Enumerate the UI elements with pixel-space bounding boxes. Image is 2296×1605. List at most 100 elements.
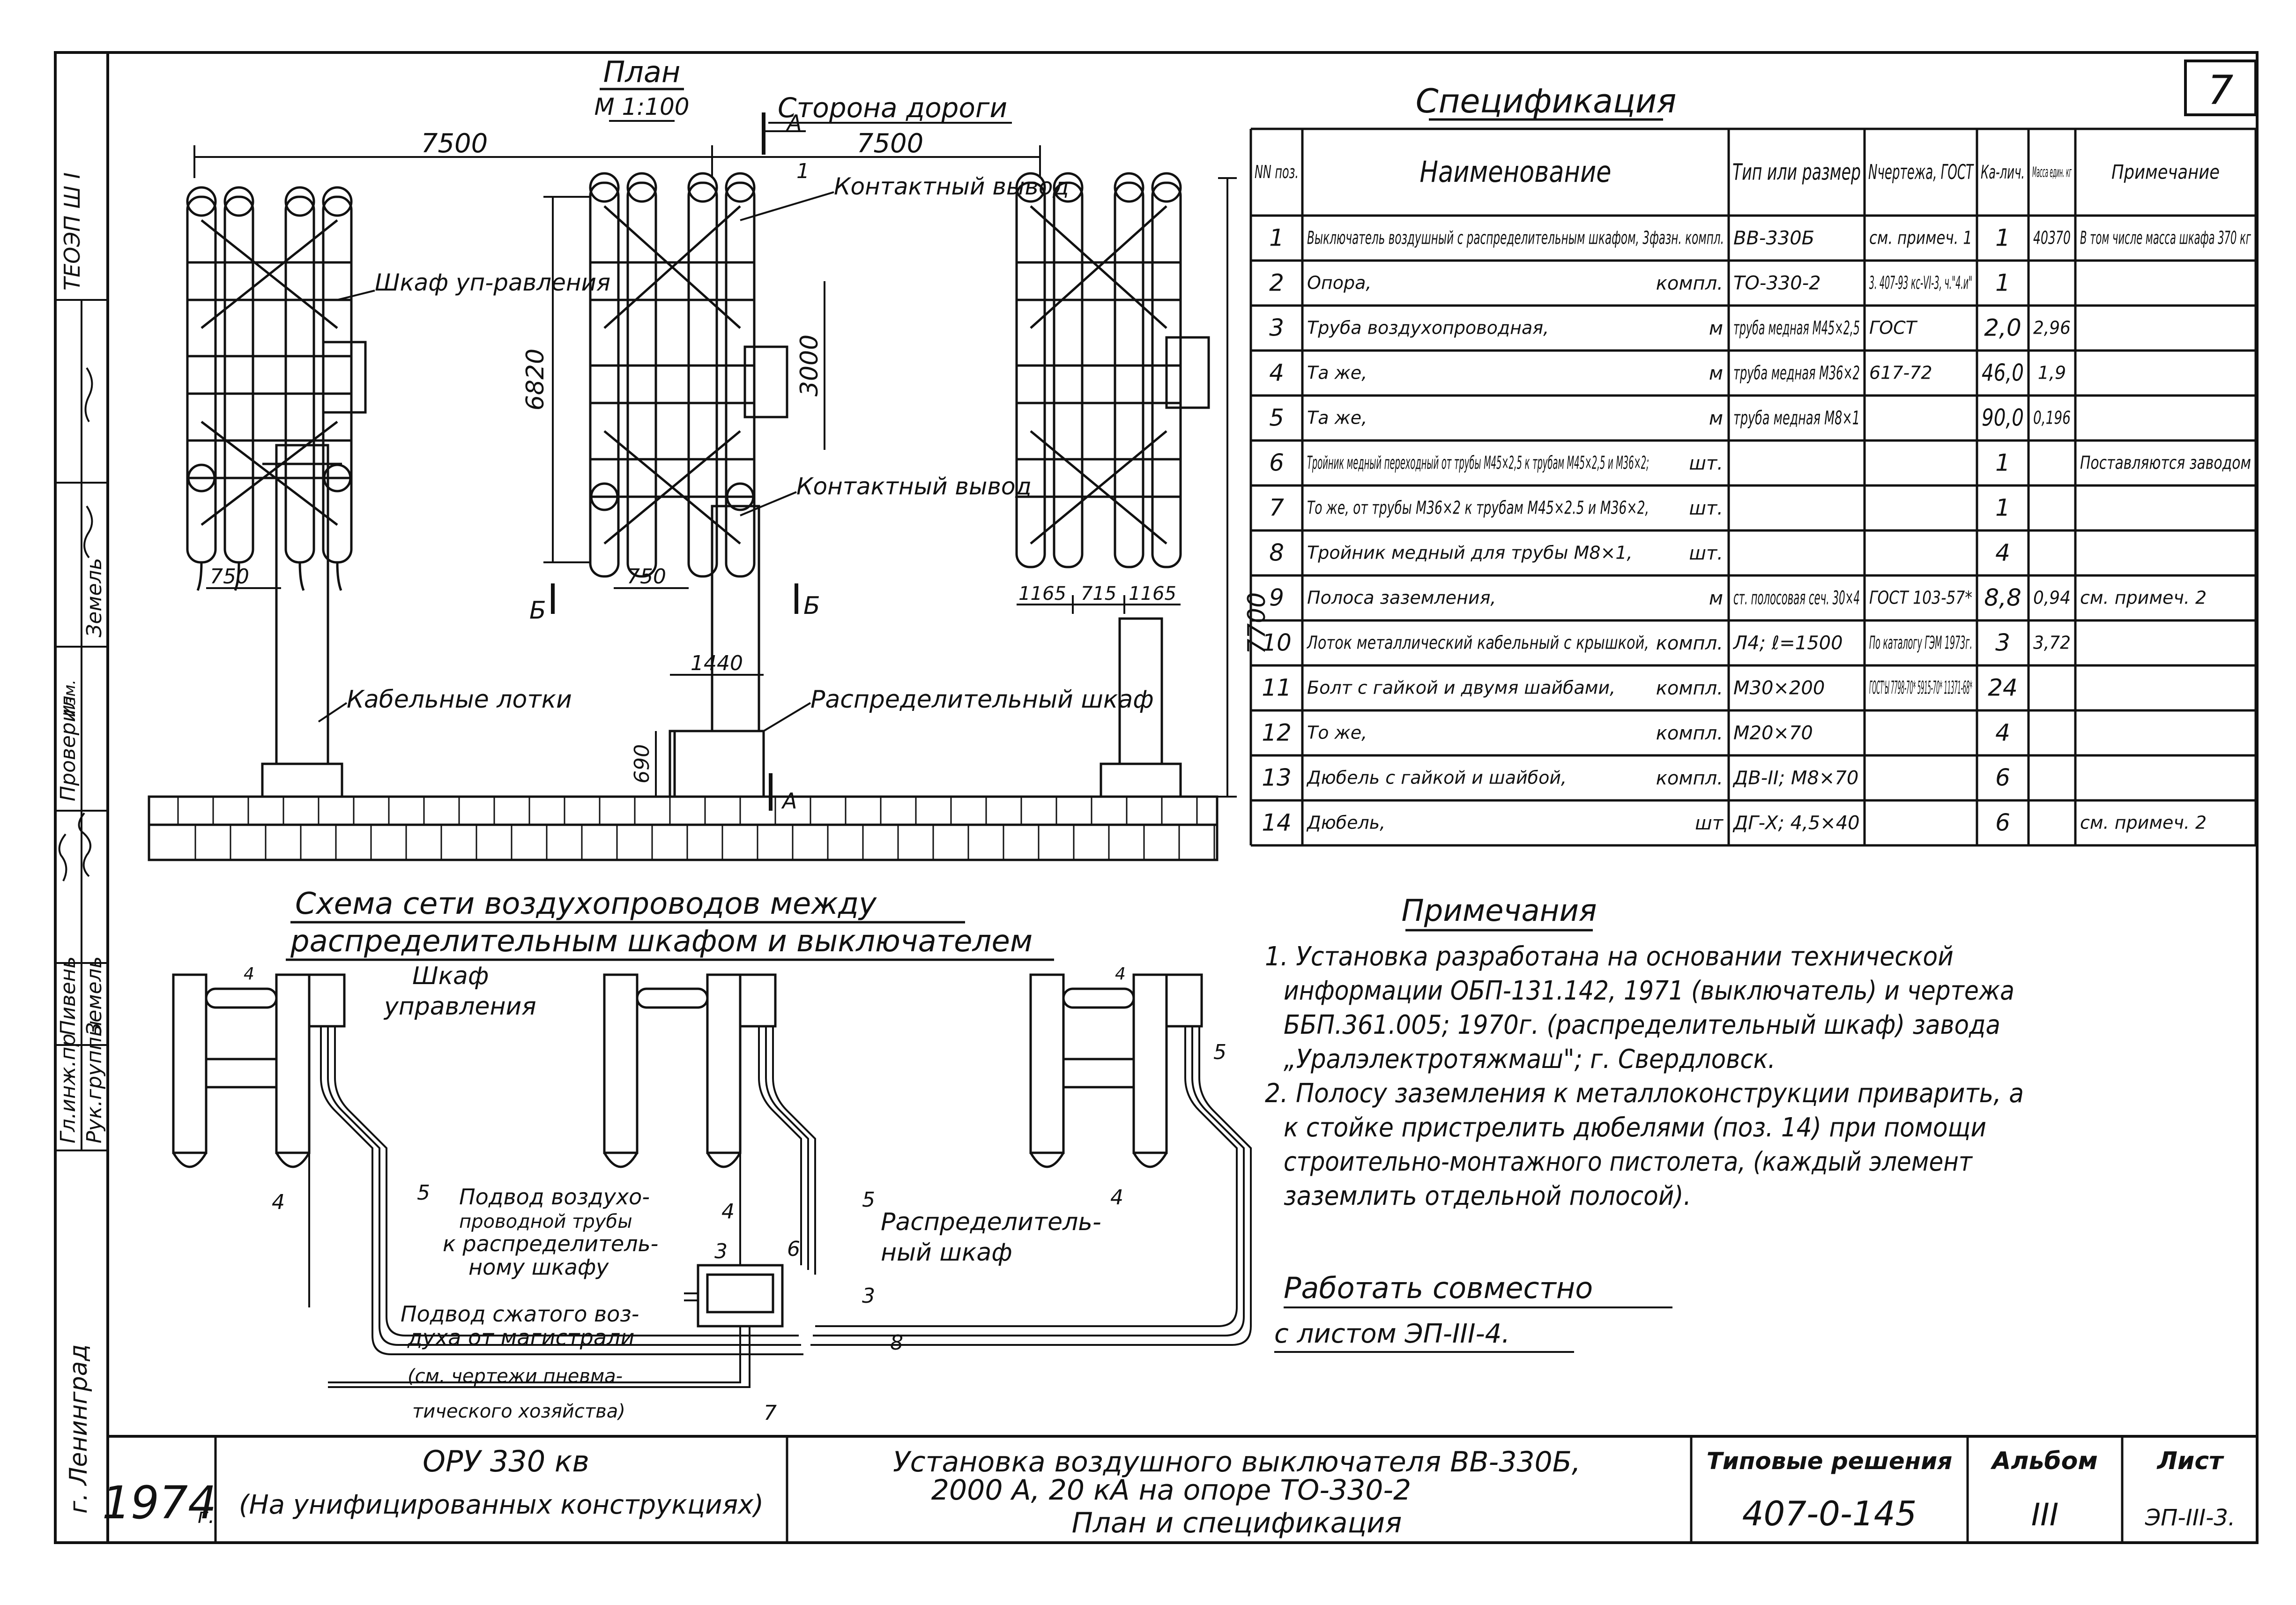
dim-height-breaker: 6820 <box>521 349 550 411</box>
breaker-pole-middle <box>589 172 788 798</box>
spec-cell-name: То же, <box>1307 723 1367 743</box>
plan-title: План <box>603 55 681 89</box>
note-line: строительно-монтажного пистолета, (кажды… <box>1284 1147 1973 1177</box>
spec-cell-pos: 4 <box>1269 359 1284 387</box>
spec-cell-qty: 6 <box>1995 809 2010 836</box>
subject-line-3: План и спецификация <box>1072 1507 1402 1539</box>
note-line: информации ОБП-131.142, 1971 (выключател… <box>1284 976 2014 1006</box>
sheet-number: 7 <box>2208 67 2234 114</box>
scheme-pos-4d: 4 <box>244 964 254 984</box>
dim-height-cabinet: 3000 <box>795 335 824 396</box>
scheme-distribution-2: ный шкаф <box>881 1239 1012 1267</box>
note-line: 1. Установка разработана на основании те… <box>1265 941 1954 972</box>
dim-span-right: 7500 <box>857 128 924 159</box>
spec-row: 4 Та же, труба медная М36×2 617-72 46,0 1,9 м <box>1269 359 2066 387</box>
section-b-left: Б <box>529 597 546 625</box>
spec-cell-qty: 8,8 <box>1984 584 2021 612</box>
left-margin-code: ТЕОЭП Ш I <box>59 172 85 291</box>
spec-cell-type: труба медная М36×2 <box>1733 362 1860 384</box>
spec-cell-unit: компл. <box>1656 723 1723 744</box>
spec-cell-mass: 1,9 <box>2038 363 2066 383</box>
stamp-name-1: Пивень <box>56 956 80 1036</box>
sheet-value: ЭП-III-3. <box>2145 1505 2236 1531</box>
spec-cell-qty: 46,0 <box>1982 359 2024 387</box>
breaker-pole-right <box>1015 172 1210 798</box>
dim-690: 690 <box>630 744 654 784</box>
spec-header-mass: Масса един. кг <box>2032 164 2072 181</box>
scheme-supply-2: проводной трубы <box>459 1211 632 1232</box>
sheet-frame <box>54 51 2259 1544</box>
year: 1974 <box>102 1477 216 1529</box>
spec-cell-name: Та же, <box>1307 363 1367 383</box>
spec-cell-name: Лоток металлический кабельный с крышкой, <box>1306 633 1649 653</box>
notes-list: 1. Установка разработана на основании те… <box>1265 941 2024 1211</box>
spec-cell-drawing: 3. 407-93 кс-VI-3, ч."4.и" <box>1869 273 1972 293</box>
spec-cell-drawing: 617-72 <box>1869 363 1932 383</box>
dim-1165-b: 1165 <box>1129 583 1176 605</box>
spec-header-name: Наименование <box>1419 155 1611 189</box>
spec-cell-qty: 1 <box>1995 269 2010 297</box>
slab-joints <box>177 797 1215 860</box>
scheme-supply-3: к распределитель- <box>443 1231 658 1256</box>
scheme-compressed-1: Подвод сжатого воз- <box>401 1301 639 1327</box>
scheme-compressed-2: духа от магистрали <box>407 1325 634 1350</box>
spec-cell-pos: 1 <box>1269 224 1284 252</box>
spec-cell-mass: 40370 <box>2033 228 2071 248</box>
scheme-compressed-4: тического хозяйства) <box>412 1401 625 1422</box>
spec-cell-type: М30×200 <box>1733 677 1825 699</box>
spec-cell-name: Полоса заземления, <box>1307 588 1496 608</box>
scheme-control-cabinet-1: Шкаф <box>412 962 489 990</box>
subject-line-1: Установка воздушного выключателя ВВ-330Б… <box>893 1446 1581 1478</box>
spec-cell-qty: 4 <box>1995 719 2010 747</box>
spec-cell-pos: 12 <box>1262 719 1292 747</box>
spec-cell-name: Тройник медный для трубы М8×1, <box>1307 543 1633 563</box>
note-line: „Уралэлектротяжмаш"; г. Свердловск. <box>1284 1044 1776 1075</box>
subject-line-2: 2000 А, 20 кА на опоре ТО-330-2 <box>931 1474 1411 1507</box>
spec-cell-mass: 3,72 <box>2033 633 2071 653</box>
spec-cell-pos: 5 <box>1269 404 1284 432</box>
spec-cell-note: Поставляются заводом <box>2080 453 2251 473</box>
scheme-pos-4a: 4 <box>272 1190 285 1214</box>
pipe-scheme: Схема сети воздухопроводов между распред… <box>172 887 1252 1425</box>
spec-cell-unit: компл. <box>1656 273 1723 294</box>
scheme-pos-3b: 3 <box>862 1284 875 1308</box>
section-a-top: А <box>786 110 802 135</box>
scheme-pos-7: 7 <box>764 1401 777 1425</box>
stamp-chief-engineer: Гл.инж.пр <box>56 1034 80 1143</box>
spec-cell-unit: компл. <box>1656 768 1723 789</box>
dim-715: 715 <box>1081 583 1116 605</box>
spec-cell-name: Дюбель с гайкой и шайбой, <box>1306 768 1567 788</box>
leader-1: 1 <box>796 159 810 183</box>
spec-cell-type: труба медная М45×2,5 <box>1733 317 1860 339</box>
scheme-pos-3a: 3 <box>714 1239 728 1263</box>
typical-solutions-value: 407-0-145 <box>1742 1494 1917 1533</box>
spec-cell-name: То же, от трубы М36×2 к трубам М45×2.5 и… <box>1307 498 1649 518</box>
scheme-compressed-3: (см. чертежи пневма- <box>408 1366 623 1387</box>
album-value: III <box>2031 1497 2058 1533</box>
label-distribution-cabinet: Распределительный шкаф <box>810 686 1154 714</box>
plan-view: План М 1:100 Сторона дороги А 7500 7500 <box>148 55 1271 861</box>
spec-header-qty: Ка-лич. <box>1981 162 2025 183</box>
spec-cell-unit: шт. <box>1689 498 1723 519</box>
spec-cell-note: В том числе масса шкафа 370 кг <box>2080 228 2251 248</box>
spec-cell-drawing: По каталогу ГЭМ 1973г. <box>1869 633 1972 653</box>
spec-header-drawing: Nчертежа, ГОСТ <box>1868 160 1974 184</box>
scheme-title-1: Схема сети воздухопроводов между <box>295 887 877 921</box>
label-control-cabinet: Шкаф уп-равления <box>375 269 610 296</box>
spec-cell-name: Тройник медный переходный от трубы М45×2… <box>1307 453 1649 473</box>
notes-title: Примечания <box>1402 894 1597 928</box>
scheme-pos-5a: 5 <box>417 1181 430 1205</box>
spec-cell-type: труба медная М8×1 <box>1733 407 1860 429</box>
scheme-title-2: распределительным шкафом и выключателем <box>290 924 1033 959</box>
label-contact-terminal-bottom: Контактный вывод <box>796 473 1032 500</box>
spec-cell-unit: м <box>1709 363 1723 384</box>
